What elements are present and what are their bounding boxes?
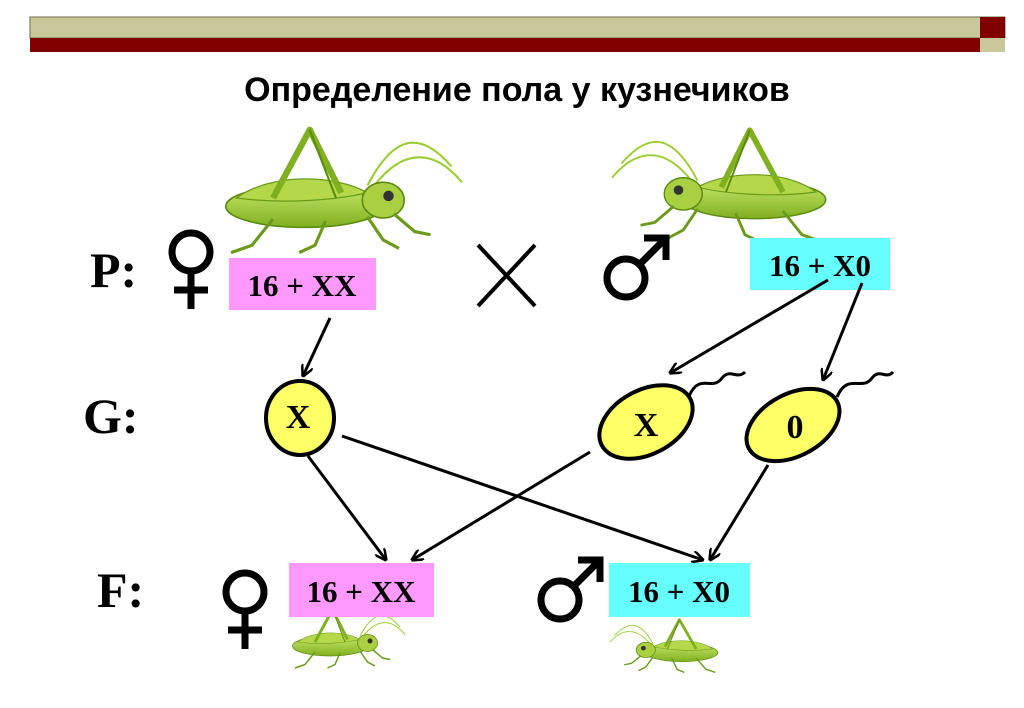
gamete-male-x: X bbox=[597, 370, 747, 461]
arrow-parent-female-to-gamete-x bbox=[303, 317, 332, 376]
female-symbol-icon bbox=[172, 233, 210, 309]
header-bar bbox=[29, 16, 1006, 52]
grasshopper-icon bbox=[291, 608, 407, 670]
gamete-male-x-label: X bbox=[634, 407, 659, 444]
cross-icon bbox=[476, 243, 537, 308]
arrow-gamete-0-to-male-offspring bbox=[710, 464, 770, 560]
row-label-p: P: bbox=[90, 242, 137, 298]
offspring-female-box: 16 + XX bbox=[289, 563, 434, 617]
parent-female-genotype: 16 + XX bbox=[248, 268, 358, 303]
gamete-female-x: X bbox=[264, 379, 336, 457]
gamete-female-x-label: X bbox=[286, 399, 311, 436]
row-label-g: G: bbox=[83, 388, 139, 444]
arrow-gamete-male-x-to-female-offspring bbox=[412, 450, 591, 560]
arrow-gamete-x-to-female-offspring bbox=[306, 455, 386, 560]
male-symbol-icon bbox=[541, 560, 600, 619]
offspring-female-genotype: 16 + XX bbox=[307, 574, 417, 609]
arrows bbox=[303, 278, 864, 560]
grasshopper-icon bbox=[608, 618, 720, 674]
gamete-male-0-label: 0 bbox=[787, 409, 804, 446]
parent-male-box: 16 + X0 bbox=[750, 238, 890, 290]
gamete-male-0: 0 bbox=[744, 370, 895, 464]
page-title: Определение пола у кузнечиков bbox=[244, 71, 790, 109]
parent-male-genotype: 16 + X0 bbox=[769, 248, 871, 283]
offspring-male-genotype: 16 + X0 bbox=[628, 574, 730, 609]
parent-female-box: 16 + XX bbox=[229, 258, 376, 310]
male-symbol-icon bbox=[607, 238, 666, 297]
arrow-parent-male-to-gamete-x bbox=[670, 278, 829, 373]
row-label-f: F: bbox=[97, 562, 144, 618]
female-symbol-icon bbox=[226, 573, 264, 649]
grasshopper-icon bbox=[226, 130, 462, 253]
grasshopper-icon bbox=[612, 130, 826, 241]
arrow-gamete-x-to-male-offspring bbox=[341, 434, 703, 560]
arrow-parent-male-to-gamete-0 bbox=[823, 282, 864, 380]
offspring-male-box: 16 + X0 bbox=[609, 563, 750, 617]
